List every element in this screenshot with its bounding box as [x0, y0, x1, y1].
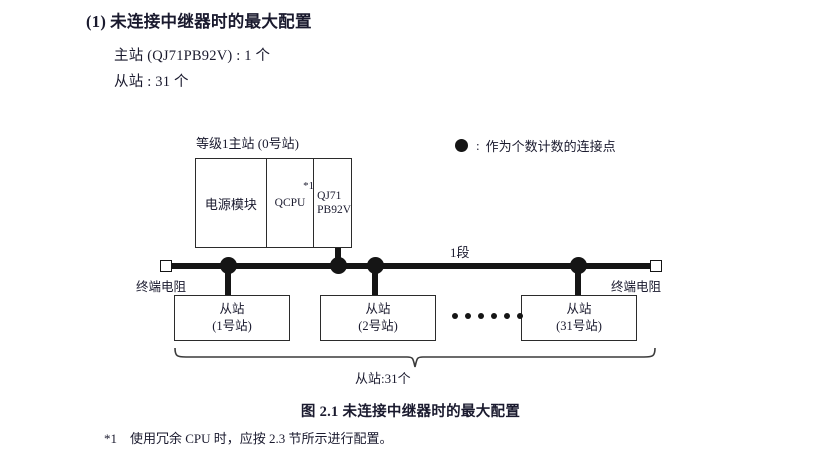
bus-trunk-line: [160, 263, 656, 269]
master-rack: 电源模块 QCPU *1 QJ71 PB92V: [195, 158, 352, 248]
legend-colon: :: [476, 137, 480, 153]
terminal-resistor-left-icon: [160, 260, 172, 272]
slave-ellipsis: [452, 313, 523, 319]
footnote: *1 使用冗余 CPU 时，应按 2.3 节所示进行配置。: [104, 428, 393, 447]
section-number: (1): [86, 12, 107, 31]
ellipsis-dot-icon: [491, 313, 497, 319]
qj71pb92v-label-line2: PB92V: [317, 204, 351, 216]
legend: : 作为个数计数的连接点: [455, 136, 616, 155]
footnote-mark: *1: [104, 431, 117, 446]
spec-slave-station: 从站 : 31 个: [114, 74, 189, 90]
terminal-resistor-right-icon: [650, 260, 662, 272]
ellipsis-dot-icon: [504, 313, 510, 319]
figure-caption: 图 2.1 未连接中继器时的最大配置: [300, 404, 521, 420]
master-station-title: 等级1主站 (0号站): [196, 136, 299, 151]
qj71pb92v-label-line1: QJ71: [317, 189, 342, 202]
ellipsis-dot-icon: [478, 313, 484, 319]
segment-label: 1段: [450, 245, 470, 260]
terminal-resistor-left-label: 终端电阻: [136, 280, 187, 294]
slave-drop-line: [575, 266, 581, 296]
connection-point-dot-icon: [455, 139, 468, 152]
connection-point-dot-icon: [220, 257, 237, 274]
slave-station-name: 从站: [566, 302, 592, 317]
footnote-text: 使用冗余 CPU 时，应按 2.3 节所示进行配置。: [130, 431, 393, 446]
slave-station-number: (31号站): [556, 319, 602, 333]
qcpu-module-label: QCPU: [274, 197, 306, 209]
slave-station-box: 从站 (2号站): [320, 295, 436, 341]
ellipsis-dot-icon: [517, 313, 523, 319]
legend-text: 作为个数计数的连接点: [485, 139, 616, 154]
slave-station-name: 从站: [365, 302, 391, 317]
slave-station-name: 从站: [219, 302, 245, 317]
power-supply-module-label: 电源模块: [204, 196, 257, 212]
slave-station-number: (2号站): [358, 319, 398, 333]
slave-count-brace: [174, 347, 656, 368]
qcpu-module-cell: QCPU *1: [267, 159, 315, 247]
section-heading: (1)未连接中继器时的最大配置: [86, 8, 312, 32]
section-title: 未连接中继器时的最大配置: [110, 12, 312, 31]
terminal-resistor-right-label: 终端电阻: [611, 280, 662, 294]
slave-count-label: 从站:31个: [355, 371, 411, 386]
ellipsis-dot-icon: [452, 313, 458, 319]
power-supply-module-cell: 电源模块: [196, 159, 267, 247]
slave-station-box: 从站 (1号站): [174, 295, 290, 341]
ellipsis-dot-icon: [465, 313, 471, 319]
slave-drop-line: [372, 266, 378, 296]
connection-point-dot-icon: [570, 257, 587, 274]
qcpu-footnote-mark: *1: [303, 180, 315, 192]
qj71pb92v-module-cell: QJ71 PB92V: [314, 159, 351, 247]
spec-master-station: 主站 (QJ71PB92V) : 1 个: [114, 48, 271, 64]
slave-station-number: (1号站): [212, 319, 252, 333]
connection-point-dot-icon: [330, 257, 347, 274]
connection-point-dot-icon: [367, 257, 384, 274]
slave-drop-line: [225, 266, 231, 296]
slave-station-box: 从站 (31号站): [521, 295, 637, 341]
